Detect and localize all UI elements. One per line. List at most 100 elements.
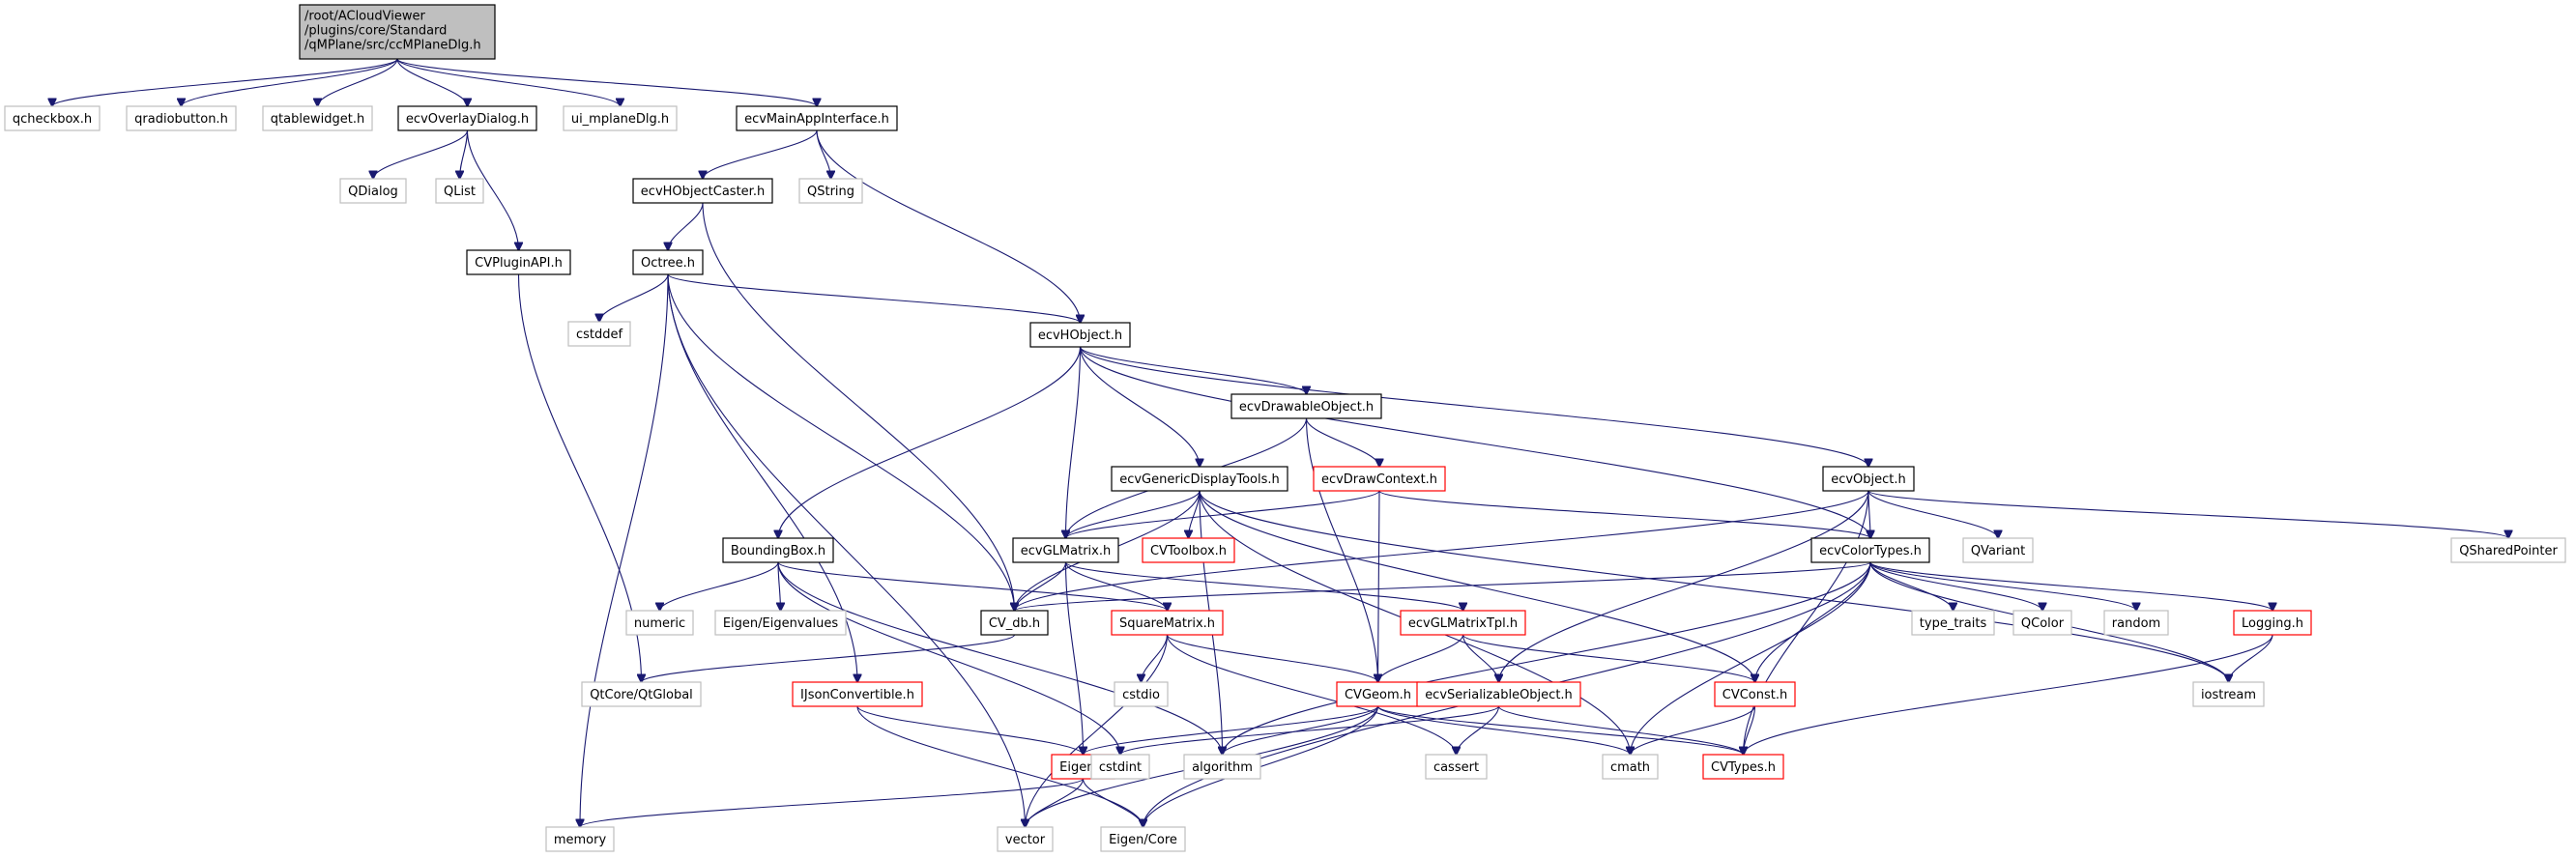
edge-root-to-qradiobutton	[182, 58, 398, 106]
node-label: qradiobutton.h	[134, 112, 228, 127]
node-qtablewidget: qtablewidget.h	[262, 105, 373, 131]
edge-octree-to-cv_db	[667, 273, 1015, 611]
node-ecvhobject[interactable]: ecvHObject.h	[1029, 322, 1131, 348]
edge-root-to-ecvoverlaydialog	[396, 58, 468, 106]
edge-ecvgenericdisplaytools-to-ecvglmatrix	[1066, 490, 1201, 538]
node-box	[2450, 537, 2566, 563]
node-memory: memory	[545, 826, 615, 852]
node-qvariant: QVariant	[1962, 537, 2034, 563]
node-label: ecvGenericDisplayTools.h	[1119, 472, 1280, 487]
node-cvtypes[interactable]: CVTypes.h	[1702, 754, 1784, 780]
node-box	[1822, 466, 1915, 492]
node-qsharedpointer: QSharedPointer	[2450, 537, 2566, 563]
node-label: QDialog	[348, 185, 398, 199]
node-ecvobject[interactable]: ecvObject.h	[1822, 466, 1915, 492]
node-box	[1029, 322, 1131, 348]
node-box	[736, 105, 898, 131]
node-box	[1111, 466, 1288, 492]
edge-squarematrix-to-cvgeom	[1166, 634, 1378, 682]
node-ecvglmatrixtpl[interactable]: ecvGLMatrixTpl.h	[1400, 610, 1526, 636]
node-boundingbox[interactable]: BoundingBox.h	[722, 537, 834, 563]
node-box	[722, 537, 834, 563]
node-label: SquareMatrix.h	[1119, 616, 1215, 631]
edge-ecvmainappinterface-to-ecvhobject	[816, 129, 1081, 323]
node-squarematrix[interactable]: SquareMatrix.h	[1111, 610, 1224, 636]
edge-ecvmainappinterface-to-ecvhobjectcaster	[703, 129, 818, 179]
node-box	[798, 178, 863, 204]
edge-cvgeom-to-eigen	[1084, 705, 1379, 755]
node-box	[1425, 754, 1488, 780]
edge-ecvcolortypes-to-random	[1869, 561, 2136, 611]
node-cvpluginapi[interactable]: CVPluginAPI.h	[466, 249, 571, 275]
node-ecvglmatrix[interactable]: ecvGLMatrix.h	[1012, 537, 1119, 563]
node-box	[435, 178, 484, 204]
root-line-1: /root/ACloudViewer	[304, 10, 425, 24]
node-box	[563, 105, 678, 131]
edge-ecvserializableobject-to-cassert	[1457, 705, 1500, 755]
edge-cvgeom-to-cmath	[1376, 705, 1631, 755]
node-label: QColor	[2021, 616, 2065, 631]
root-line-2: /plugins/core/Standard	[304, 24, 447, 39]
node-ecvdrawcontext[interactable]: ecvDrawContext.h	[1313, 466, 1446, 492]
node-qcheckbox: qcheckbox.h	[4, 105, 101, 131]
node-box	[262, 105, 373, 131]
edge-ecvobject-to-qsharedpointer	[1867, 490, 2508, 538]
node-cmath: cmath	[1602, 754, 1659, 780]
edge-ecvcolortypes-to-cv_db	[1015, 561, 1871, 611]
node-cvgeom[interactable]: CVGeom.h	[1336, 681, 1420, 707]
node-label: QString	[807, 185, 854, 199]
node-qcolor: QColor	[2012, 610, 2072, 636]
node-label: type_traits	[1920, 616, 1987, 631]
edge-ecvhobject-to-ecvgenericdisplaytools	[1079, 346, 1201, 467]
root-node[interactable]: /root/ACloudViewer /plugins/core/Standar…	[299, 4, 496, 60]
root-node-box	[299, 4, 496, 60]
edge-squarematrix-to-cassert	[1166, 634, 1457, 755]
edge-cvgeom-to-algorithm	[1223, 705, 1379, 755]
edge-ecvcolortypes-to-qcolor	[1869, 561, 2042, 611]
edge-octree-to-vector	[667, 273, 1026, 827]
node-cstddef: cstddef	[567, 321, 631, 347]
node-ecvdrawableobject[interactable]: ecvDrawableObject.h	[1230, 393, 1382, 419]
node-cv-db[interactable]: CV_db.h	[980, 610, 1049, 636]
node-label: cstddef	[576, 328, 623, 342]
edge-ecvobject-to-cv_db	[1015, 490, 1869, 611]
edge-eigen-to-memory	[580, 778, 1085, 827]
edge-ecvdrawableobject-to-ecvdrawcontext	[1305, 417, 1380, 467]
node-cvconst[interactable]: CVConst.h	[1714, 681, 1796, 707]
root-line-3: /qMPlane/src/ccMPlaneDlg.h	[304, 39, 481, 53]
node-ecvmainappinterface[interactable]: ecvMainAppInterface.h	[736, 105, 898, 131]
edge-ecvglmatrixtpl-to-cvgeom	[1378, 634, 1464, 682]
edge-ecvhobjectcaster-to-octree	[668, 202, 704, 250]
node-box	[1114, 681, 1169, 707]
node-label: QSharedPointer	[2459, 544, 2558, 558]
node-numeric: numeric	[625, 610, 694, 636]
edge-ecvobject-to-ecvserializableobject	[1499, 490, 1869, 682]
edge-ecvdrawcontext-to-cvgeom	[1378, 490, 1380, 682]
edges-layer	[52, 58, 2508, 827]
node-label: Eigen/Core	[1109, 833, 1177, 847]
node-label: ecvMainAppInterface.h	[744, 112, 889, 127]
edge-ecvcolortypes-to-algorithm	[1223, 561, 1871, 755]
edge-cvconst-to-cmath	[1631, 705, 1756, 755]
node-ecvhobjectcaster[interactable]: ecvHObjectCaster.h	[632, 178, 773, 204]
node-box	[1714, 681, 1796, 707]
node-ecvcolortypes[interactable]: ecvColorTypes.h	[1810, 537, 1930, 563]
edge-logging-to-iostream	[2229, 634, 2273, 682]
node-box	[1810, 537, 1930, 563]
edge-cvconst-to-cvtypes	[1744, 705, 1756, 755]
edge-ecvoverlaydialog-to-cvpluginapi	[466, 129, 519, 250]
node-ecvserializableobject[interactable]: ecvSerializableObject.h	[1416, 681, 1581, 707]
edge-ecvdrawcontext-to-ecvglmatrix	[1066, 490, 1380, 538]
edge-squarematrix-to-cstdio	[1142, 634, 1169, 682]
edge-boundingbox-to-cstdint	[777, 561, 1120, 755]
node-box	[1230, 393, 1382, 419]
node-ecvgenericdisplaytools[interactable]: ecvGenericDisplayTools.h	[1111, 466, 1288, 492]
node-logging[interactable]: Logging.h	[2233, 610, 2312, 636]
node-ijsonconvertible[interactable]: IJsonConvertible.h	[792, 681, 923, 707]
node-ecvoverlaydialog[interactable]: ecvOverlayDialog.h	[397, 105, 537, 131]
edge-eigen-to-eigencore	[1082, 778, 1143, 827]
edge-ecvmainappinterface-to-qstring	[816, 129, 831, 179]
node-octree[interactable]: Octree.h	[632, 249, 704, 275]
node-cvtoolbox[interactable]: CVToolbox.h	[1142, 537, 1235, 563]
node-box	[625, 610, 694, 636]
